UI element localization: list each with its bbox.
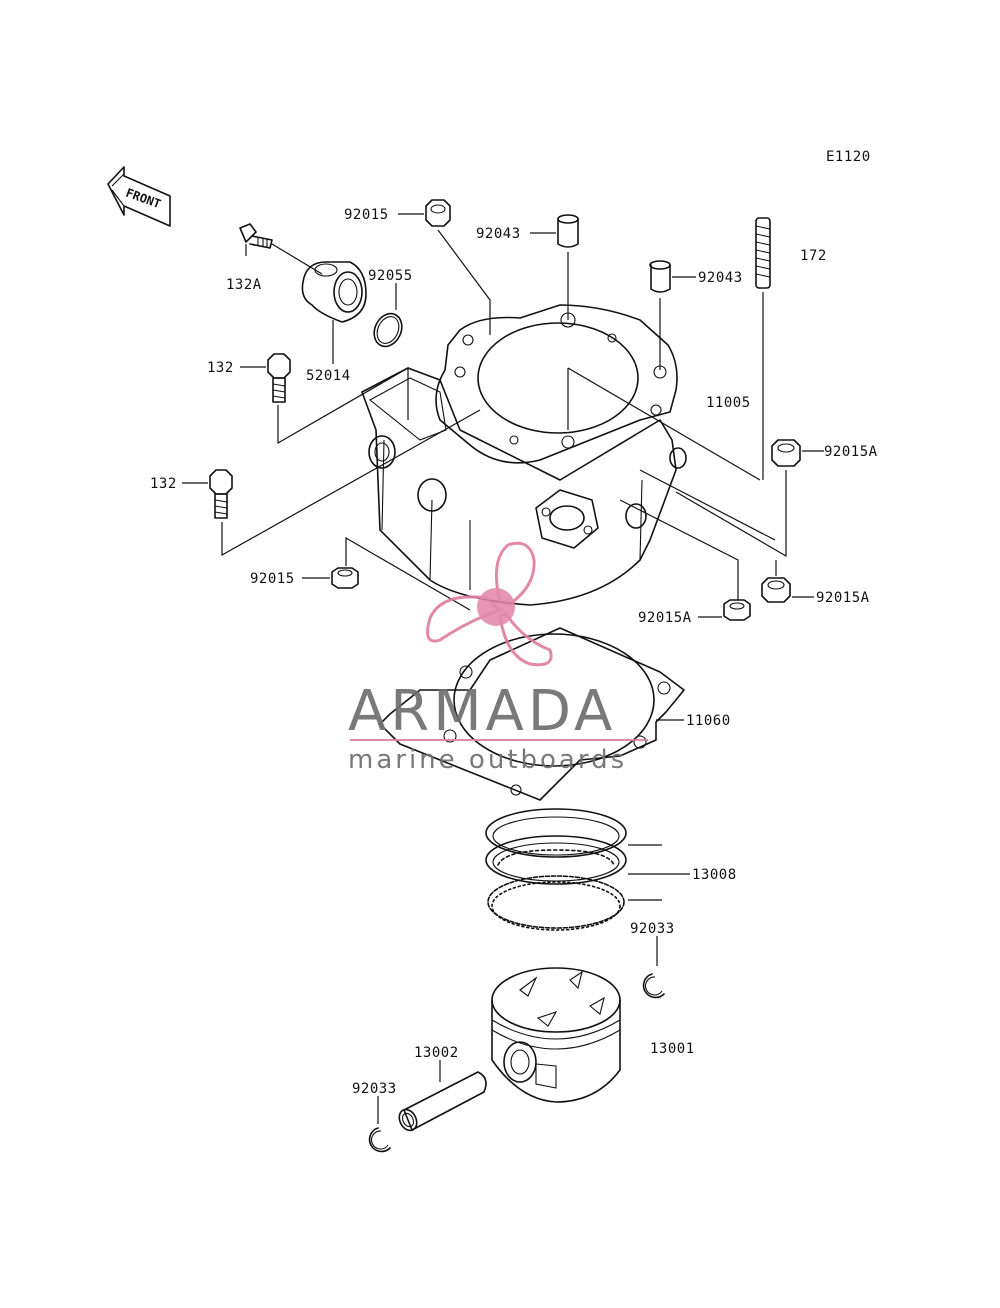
part-92015A-nut-b bbox=[761, 560, 814, 603]
part-52014-fitting bbox=[301, 261, 367, 364]
label-132-a: 132 bbox=[207, 360, 234, 376]
label-132A: 132A bbox=[226, 277, 262, 293]
part-92015-left-nut bbox=[302, 536, 471, 611]
label-92033-b: 92033 bbox=[352, 1081, 397, 1097]
part-92043-dowel-a bbox=[530, 214, 579, 320]
part-92033-circlip-a bbox=[642, 936, 665, 999]
part-13002-piston-pin bbox=[398, 1060, 487, 1132]
label-52014: 52014 bbox=[306, 368, 351, 384]
part-92015A-nut-a bbox=[675, 439, 824, 558]
label-92033-a: 92033 bbox=[630, 921, 675, 937]
part-132-bolt-a bbox=[240, 353, 409, 445]
part-92015A-nut-c bbox=[698, 599, 751, 621]
front-arrow-icon: FRONT bbox=[107, 166, 171, 227]
label-92015-left: 92015 bbox=[250, 571, 295, 587]
label-92015A-c: 92015A bbox=[638, 610, 692, 626]
label-92015-top: 92015 bbox=[344, 207, 389, 223]
label-172: 172 bbox=[800, 248, 827, 264]
label-92043-b: 92043 bbox=[698, 270, 743, 286]
part-13008-piston-rings bbox=[485, 808, 690, 931]
label-132-b: 132 bbox=[150, 476, 177, 492]
label-92015A-b: 92015A bbox=[816, 590, 870, 606]
label-13008: 13008 bbox=[692, 867, 737, 883]
part-92043-dowel-b bbox=[649, 260, 696, 370]
part-132A-bolt bbox=[239, 223, 323, 275]
watermark-tagline: marine outboards bbox=[348, 745, 627, 775]
label-92043-a: 92043 bbox=[476, 226, 521, 242]
label-13002: 13002 bbox=[414, 1045, 459, 1061]
part-172-stud bbox=[755, 217, 771, 480]
propeller-icon bbox=[426, 541, 553, 667]
watermark-brand: ARMADA bbox=[348, 679, 616, 744]
part-11005-cylinder bbox=[361, 304, 776, 606]
label-92055: 92055 bbox=[368, 268, 413, 284]
label-13001: 13001 bbox=[650, 1041, 695, 1057]
watermark-logo: ARMADA marine outboards bbox=[348, 541, 648, 775]
label-11060: 11060 bbox=[686, 713, 731, 729]
part-92033-circlip-b bbox=[368, 1096, 391, 1153]
part-11060-gasket bbox=[379, 627, 685, 801]
part-92015-top-nut bbox=[398, 199, 491, 335]
label-11005: 11005 bbox=[706, 395, 751, 411]
label-92015A-a: 92015A bbox=[824, 444, 878, 460]
diagram-code: E1120 bbox=[826, 149, 871, 165]
part-132-bolt-b bbox=[182, 409, 481, 557]
part-92055-o-ring bbox=[373, 283, 403, 348]
part-13001-piston bbox=[491, 967, 621, 1103]
